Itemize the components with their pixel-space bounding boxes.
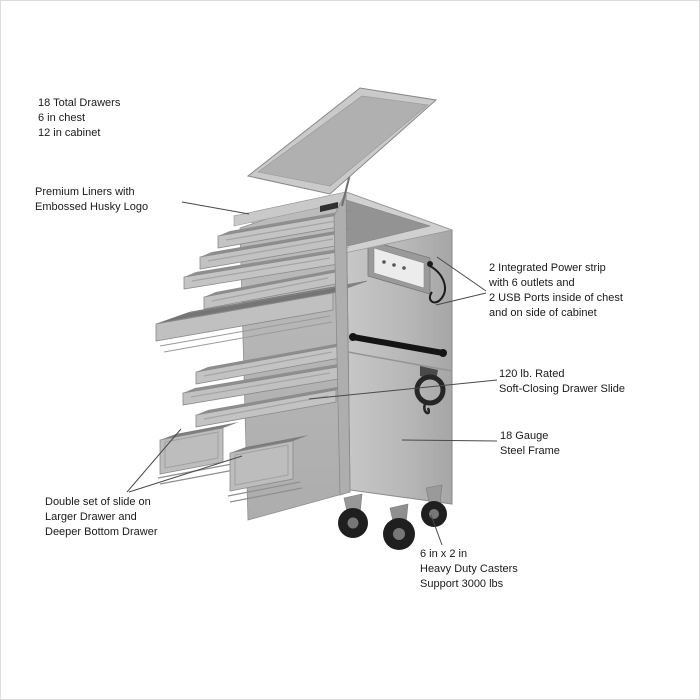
leader-line-power-strip-bottom: [435, 292, 487, 306]
annotation-line: 2 Integrated Power strip: [489, 262, 606, 274]
power-strip-recess: [367, 239, 431, 295]
annotation-line: Premium Liners with: [35, 186, 135, 198]
deep-drawer-left: [157, 422, 239, 485]
annotation-line: 12 in cabinet: [38, 127, 101, 139]
leader-line-power-strip-top: [436, 256, 487, 292]
annotation-line: 6 in x 2 in: [420, 548, 468, 560]
chest-drawer: [199, 228, 353, 270]
leader-line-premium-liners: [181, 201, 250, 215]
outlet-dot: [382, 260, 386, 264]
annotation-line: Deeper Bottom Drawer: [45, 526, 158, 538]
annotation-line: 6 in chest: [38, 112, 86, 124]
drawer-slide-rail: [163, 321, 333, 353]
leader-line-drawer-slide: [308, 379, 498, 400]
annotation-line: Soft-Closing Drawer Slide: [499, 383, 625, 395]
leader-line-steel-frame: [401, 439, 498, 442]
power-cord: [427, 261, 446, 304]
cabinet-drawer: [195, 385, 348, 428]
chest-lid: [246, 87, 438, 195]
annotation-line: Support 3000 lbs: [420, 578, 504, 590]
pullout-tray-drawer: [155, 280, 368, 353]
caster-hub: [347, 517, 359, 529]
caster-hub: [393, 528, 405, 540]
drawer-slide-rail: [159, 315, 331, 347]
annotation-line: Double set of slide on: [45, 496, 151, 508]
power-strip-window: [373, 247, 425, 289]
annotation-drawer-slide: 120 lb. Rated Soft-Closing Drawer Slide: [499, 367, 625, 397]
annotation-line: Embossed Husky Logo: [35, 201, 149, 213]
annotation-line: 18 Total Drawers: [38, 97, 121, 109]
annotation-power-strip: 2 Integrated Power strip with 6 outlets …: [489, 261, 623, 321]
front-corner-frame: [333, 191, 351, 496]
caster: [338, 493, 368, 538]
annotation-casters: 6 in x 2 in Heavy Duty Casters Support 3…: [420, 547, 518, 592]
annotation-line: 18 Gauge: [500, 430, 549, 442]
annotation-double-slide: Double set of slide on Larger Drawer and…: [45, 495, 158, 540]
logo-badge: [320, 202, 338, 212]
outlet-dot: [392, 263, 396, 267]
double-slide-rail: [229, 487, 303, 503]
leader-line-casters: [430, 514, 443, 546]
caster: [383, 503, 415, 550]
caster-hub: [429, 509, 439, 519]
chest-drawer: [203, 267, 348, 310]
lid-inner-panel: [257, 95, 429, 187]
cord-reel: [414, 366, 446, 415]
annotation-steel-frame: 18 Gauge Steel Frame: [500, 429, 560, 459]
cabinet-drawer: [182, 362, 350, 406]
caster: [421, 484, 447, 527]
double-slide-rail: [159, 469, 235, 485]
annotation-line: and on side of cabinet: [489, 307, 597, 319]
annotation-total-drawers: 18 Total Drawers 6 in chest 12 in cabine…: [38, 96, 120, 141]
side-handle-bar: [349, 333, 447, 357]
panel-seam: [347, 351, 453, 372]
leader-line-double-slide-left: [126, 428, 182, 493]
double-slide-rail: [227, 481, 301, 497]
annotation-line: with 6 outlets and: [489, 277, 575, 289]
leader-line-double-slide-right: [128, 455, 243, 493]
annotation-line: 2 USB Ports inside of chest: [489, 292, 623, 304]
outlet-dot: [402, 266, 406, 270]
chest-drawer: [183, 247, 350, 290]
deep-drawer-right: [227, 435, 309, 503]
annotation-line: Steel Frame: [500, 445, 560, 457]
cabinet-drawer: [195, 341, 352, 385]
annotation-line: 120 lb. Rated: [499, 368, 565, 380]
leader-lines: [126, 201, 498, 546]
annotation-line: Heavy Duty Casters: [420, 563, 518, 575]
annotation-premium-liners: Premium Liners with Embossed Husky Logo: [35, 185, 148, 215]
annotation-line: Larger Drawer and: [45, 511, 137, 523]
